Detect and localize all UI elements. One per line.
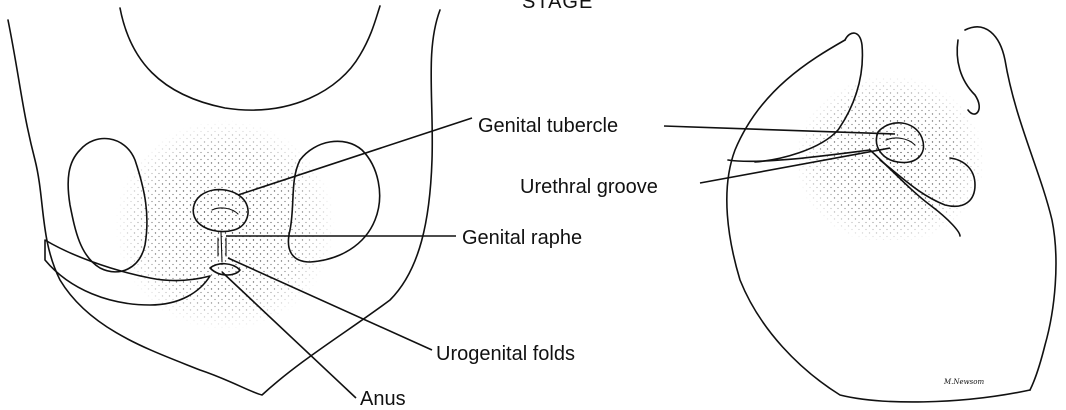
label-urogenital-folds: Urogenital folds <box>436 343 575 365</box>
label-urethral-groove: Urethral groove <box>520 176 658 198</box>
label-genital-raphe: Genital raphe <box>462 227 582 249</box>
ventral-view-figure <box>8 6 440 395</box>
stipple-shading-right <box>790 70 990 240</box>
lateral-view-figure <box>727 27 1056 402</box>
stage-heading: STAGE <box>522 0 593 13</box>
abdomen-curve <box>120 6 380 110</box>
label-genital-tubercle: Genital tubercle <box>478 115 618 137</box>
artist-signature: M.Newsom <box>943 378 984 386</box>
label-anus: Anus <box>360 388 406 410</box>
